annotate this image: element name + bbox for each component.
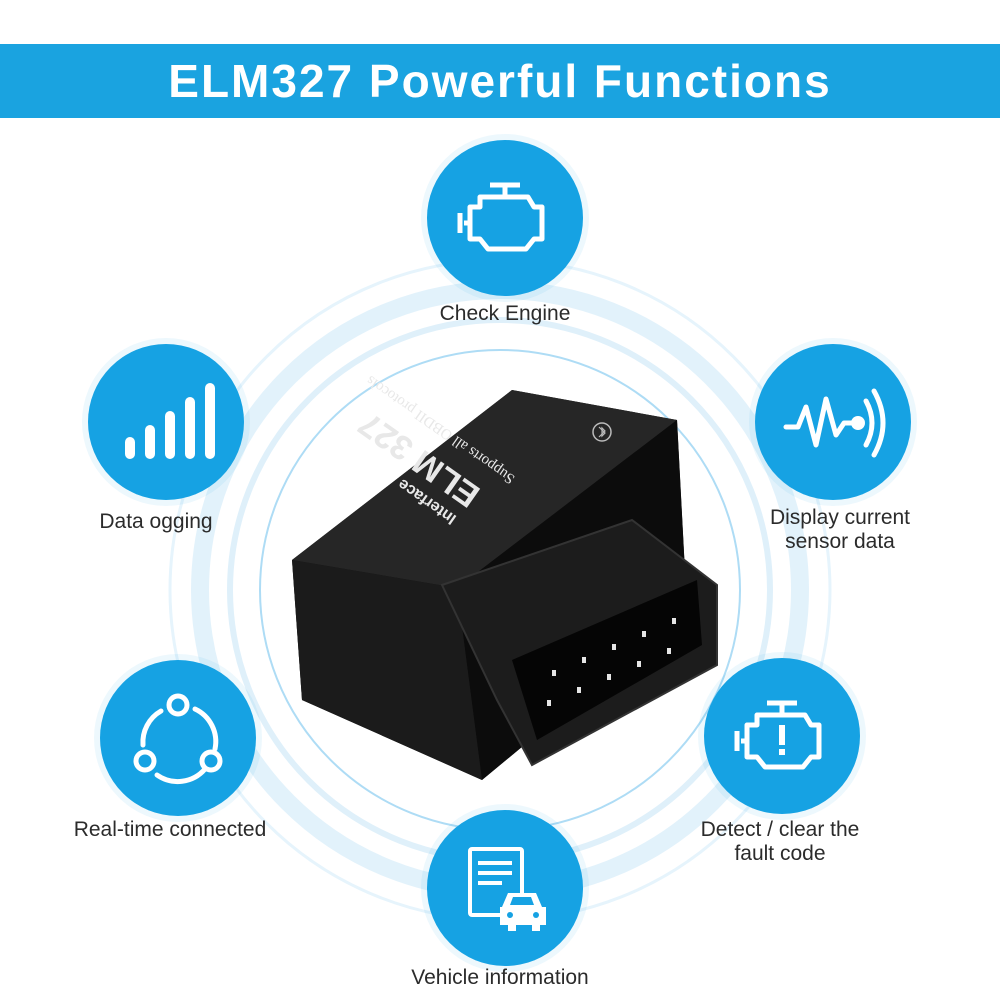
fault-code-label: Detect / clear the fault code [700, 818, 860, 865]
vehicle-info-label: Vehicle information [411, 966, 589, 989]
data-logging-label: Data ogging [99, 510, 213, 533]
real-time-label: Real-time connected [73, 818, 267, 841]
bluetooth-icon [592, 422, 612, 442]
title-banner: ELM327 Powerful Functions [0, 44, 1000, 118]
engine-warning-icon [704, 658, 860, 814]
signal-bars-icon [88, 344, 244, 500]
connection-icon [100, 660, 256, 816]
check-engine-label: Check Engine [439, 302, 571, 325]
sensor-data-label: Display current sensor data [769, 506, 911, 553]
engine-icon [427, 140, 583, 296]
sensor-wave-icon [755, 344, 911, 500]
vehicle-document-icon [427, 810, 583, 966]
elm327-device: ELM 327 Interface Supports all OBDII pro… [292, 372, 718, 780]
page-title: ELM327 Powerful Functions [168, 55, 832, 107]
